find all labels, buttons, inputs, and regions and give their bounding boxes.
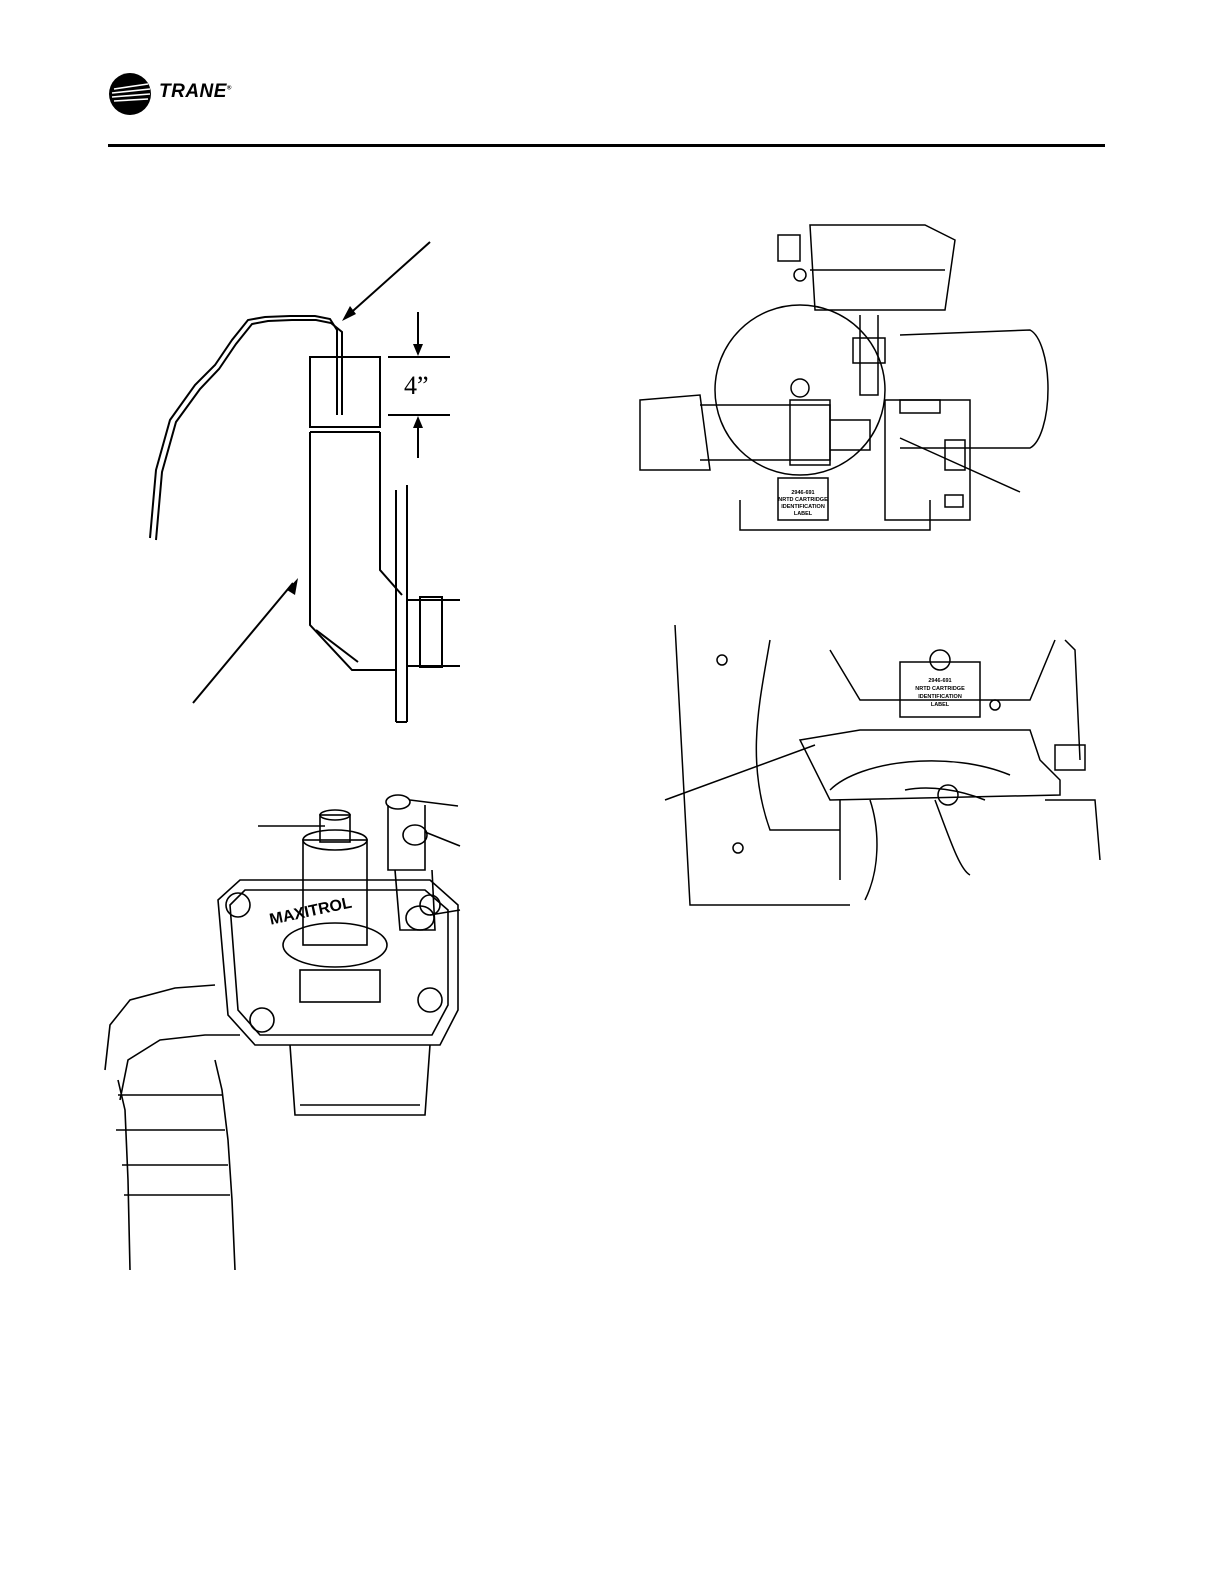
blower-housing (900, 330, 1048, 448)
dimension-label: 4” (404, 371, 429, 400)
detail-label-line-2: NRTD CARTRIDGE (915, 686, 965, 692)
inlet-fitting (640, 395, 710, 470)
leader-top (345, 242, 430, 318)
leader-cartridge (900, 438, 1020, 492)
sensing-tube-inner (156, 320, 342, 540)
leader-bottom (193, 583, 293, 703)
pipe-elbow (105, 985, 215, 1070)
vent-cylinder (303, 840, 367, 945)
header-rule (108, 144, 1105, 147)
label-line-4: LABEL (794, 511, 813, 517)
burner-detail-figure: 2946-691 NRTD CARTRIDGE IDENTIFICATION L… (655, 615, 1105, 915)
detail-label-line-4: LABEL (931, 702, 950, 708)
label-line-2: NRTD CARTRIDGE (778, 497, 828, 503)
collector-top (310, 357, 380, 427)
pipe-collar (420, 597, 442, 667)
trane-logo: TRANE® (108, 72, 258, 116)
control-box (885, 400, 970, 520)
detail-label-line-3: IDENTIFICATION (918, 694, 962, 700)
pressure-switch (810, 225, 955, 310)
brand-name: TRANE® (159, 81, 232, 103)
pressure-regulator-figure: MAXITROL (100, 790, 470, 1280)
regulator-nameplate (300, 970, 380, 1002)
trane-globe-icon (108, 72, 156, 116)
burner-assembly-figure: 2946-691 NRTD CARTRIDGE IDENTIFICATION L… (630, 215, 1050, 545)
leader-bracket (665, 745, 815, 800)
label-line-1: 2946-691 (791, 490, 814, 496)
flue-probe-figure: 4” (140, 235, 460, 735)
detail-label-line-1: 2946-691 (928, 678, 951, 684)
sensing-tube (150, 316, 337, 538)
label-line-3: IDENTIFICATION (781, 504, 825, 510)
leader-fitting-top (410, 800, 458, 806)
registered-mark: ® (227, 86, 232, 92)
